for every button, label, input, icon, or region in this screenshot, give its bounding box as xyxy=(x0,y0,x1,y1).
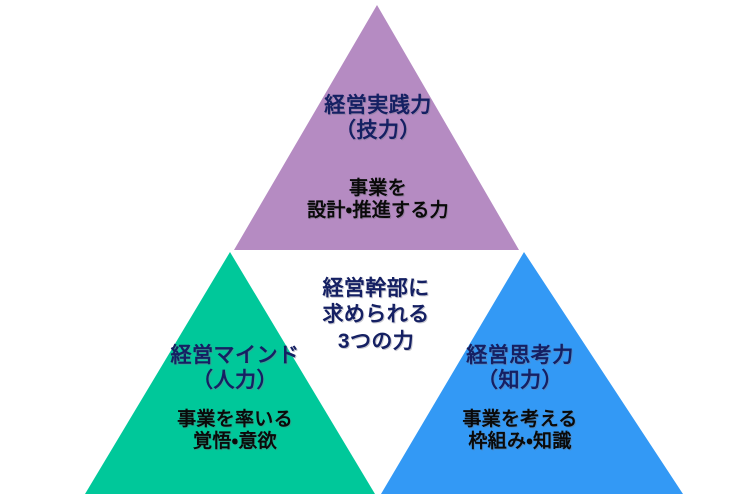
triangle-shape-left[interactable] xyxy=(85,252,375,494)
triangle-shape-right[interactable] xyxy=(381,252,683,494)
triangle-shape-top[interactable] xyxy=(234,5,519,250)
